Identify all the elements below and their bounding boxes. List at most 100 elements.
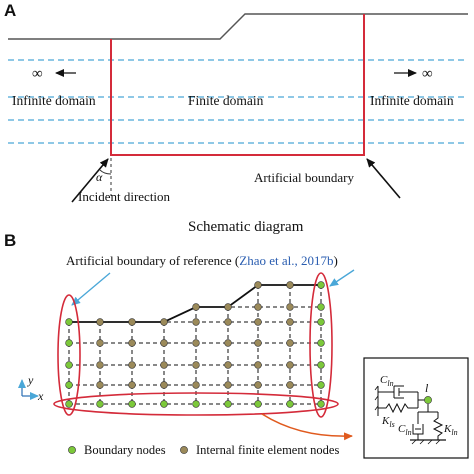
y-axis-label: y [27,373,34,387]
legend-internal-nodes: Internal finite element nodes [196,443,339,457]
internal-node [254,318,262,326]
incident-direction-arrow [71,158,109,203]
reference-caption: Artificial boundary of reference (Zhao e… [66,253,338,268]
internal-node [160,318,168,326]
incident-direction-label: Incident direction [78,189,171,204]
internal-node [192,303,200,311]
internal-node [254,361,262,369]
inset-wall-hatch-2 [374,395,379,401]
boundary-node [224,400,232,408]
left-infinite-domain-label: Infinite domain [12,93,96,108]
reference-right-arrow [329,269,355,287]
boundary-node [317,318,325,326]
internal-node [128,381,136,389]
ground-hatch-4 [435,439,441,445]
internal-node [254,339,262,347]
bottom-boundary-ellipse [53,392,339,416]
internal-node [254,281,262,289]
boundary-node [65,339,73,347]
internal-node [96,318,104,326]
inset-vertical-spring [432,412,444,440]
inset-c-tn-main: C [380,374,388,386]
internal-node [128,318,136,326]
internal-node [254,303,262,311]
inset-k-ls-label: Kls [381,415,395,429]
boundary-node [128,400,136,408]
internal-node [96,361,104,369]
boundary-node [254,400,262,408]
inset-pointer-arrow [261,413,353,441]
boundary-node [317,400,325,408]
internal-node [286,303,294,311]
boundary-node [192,400,200,408]
boundary-node [286,400,294,408]
inset-c-tn-sub: ln [387,379,393,388]
internal-node [128,339,136,347]
spring-dashpot-inset: l Cln Kls Cln Kln [363,357,469,459]
inset-k-ls-sub: ls [389,420,394,429]
inset-k-ln-main: K [443,423,452,435]
reference-citation-link[interactable]: Zhao et al., 2017b [239,253,333,268]
internal-node [286,281,294,289]
boundary-node [317,281,325,289]
x-axis-label: x [37,389,44,403]
internal-node [224,361,232,369]
ground-hatch-2 [419,439,425,445]
boundary-node [96,400,104,408]
inset-wall-hatch-3 [374,405,379,411]
inset-k-ln-sub: ln [451,428,457,437]
left-boundary-ellipse [57,294,81,416]
inset-horizontal-spring [378,402,418,414]
legend-internal-node-marker [180,446,188,454]
inset-ground-hatch [411,439,441,445]
right-boundary-ellipse [309,272,333,418]
artificial-boundary-pointer-arrow [366,158,401,199]
internal-node [192,318,200,326]
ground-hatch-3 [427,439,433,445]
inset-wall-hatch-1 [374,385,379,391]
soil-layer-lines [8,59,468,144]
inset-c-ln-label: Cln [398,423,412,437]
inset-node-label: l [425,381,429,395]
boundary-node [65,361,73,369]
internal-node [224,381,232,389]
internal-node [128,361,136,369]
ground-hatch-1 [411,439,417,445]
internal-node [192,361,200,369]
inset-horizontal-dashpot-body [393,385,404,399]
inset-boundary-node [424,396,432,404]
boundary-node [317,361,325,369]
ground-surface-line [8,13,468,40]
boundary-node [317,339,325,347]
boundary-node [65,400,73,408]
internal-node [192,381,200,389]
finite-domain-label: Finite domain [188,93,264,108]
left-infinity-symbol: ∞ [32,66,43,82]
internal-node [224,303,232,311]
inset-k-ls-main: K [381,415,390,427]
internal-node [286,381,294,389]
inset-c-ln-sub: ln [405,428,411,437]
boundary-node [160,400,168,408]
internal-node [192,339,200,347]
boundary-node [65,381,73,389]
coordinate-axes: y x [18,373,44,403]
reference-text: Artificial boundary of reference ( [66,253,239,268]
right-infinite-domain-label: Infinite domain [370,93,454,108]
inset-c-ln-main: C [398,423,406,435]
internal-node [96,381,104,389]
incident-angle-symbol: α [96,170,103,184]
boundary-node [65,318,73,326]
right-infinity-symbol: ∞ [422,66,433,82]
boundary-node [317,381,325,389]
artificial-boundary-label: Artificial boundary [254,170,354,185]
legend-boundary-nodes: Boundary nodes [84,443,166,457]
legend-boundary-node-marker [68,446,76,454]
boundary-node [317,303,325,311]
panel-a-label: A [4,1,16,20]
panel-a-caption: Schematic diagram [188,219,304,235]
internal-node [286,361,294,369]
internal-node [224,339,232,347]
artificial-boundary-outline [110,14,365,156]
internal-node [160,381,168,389]
